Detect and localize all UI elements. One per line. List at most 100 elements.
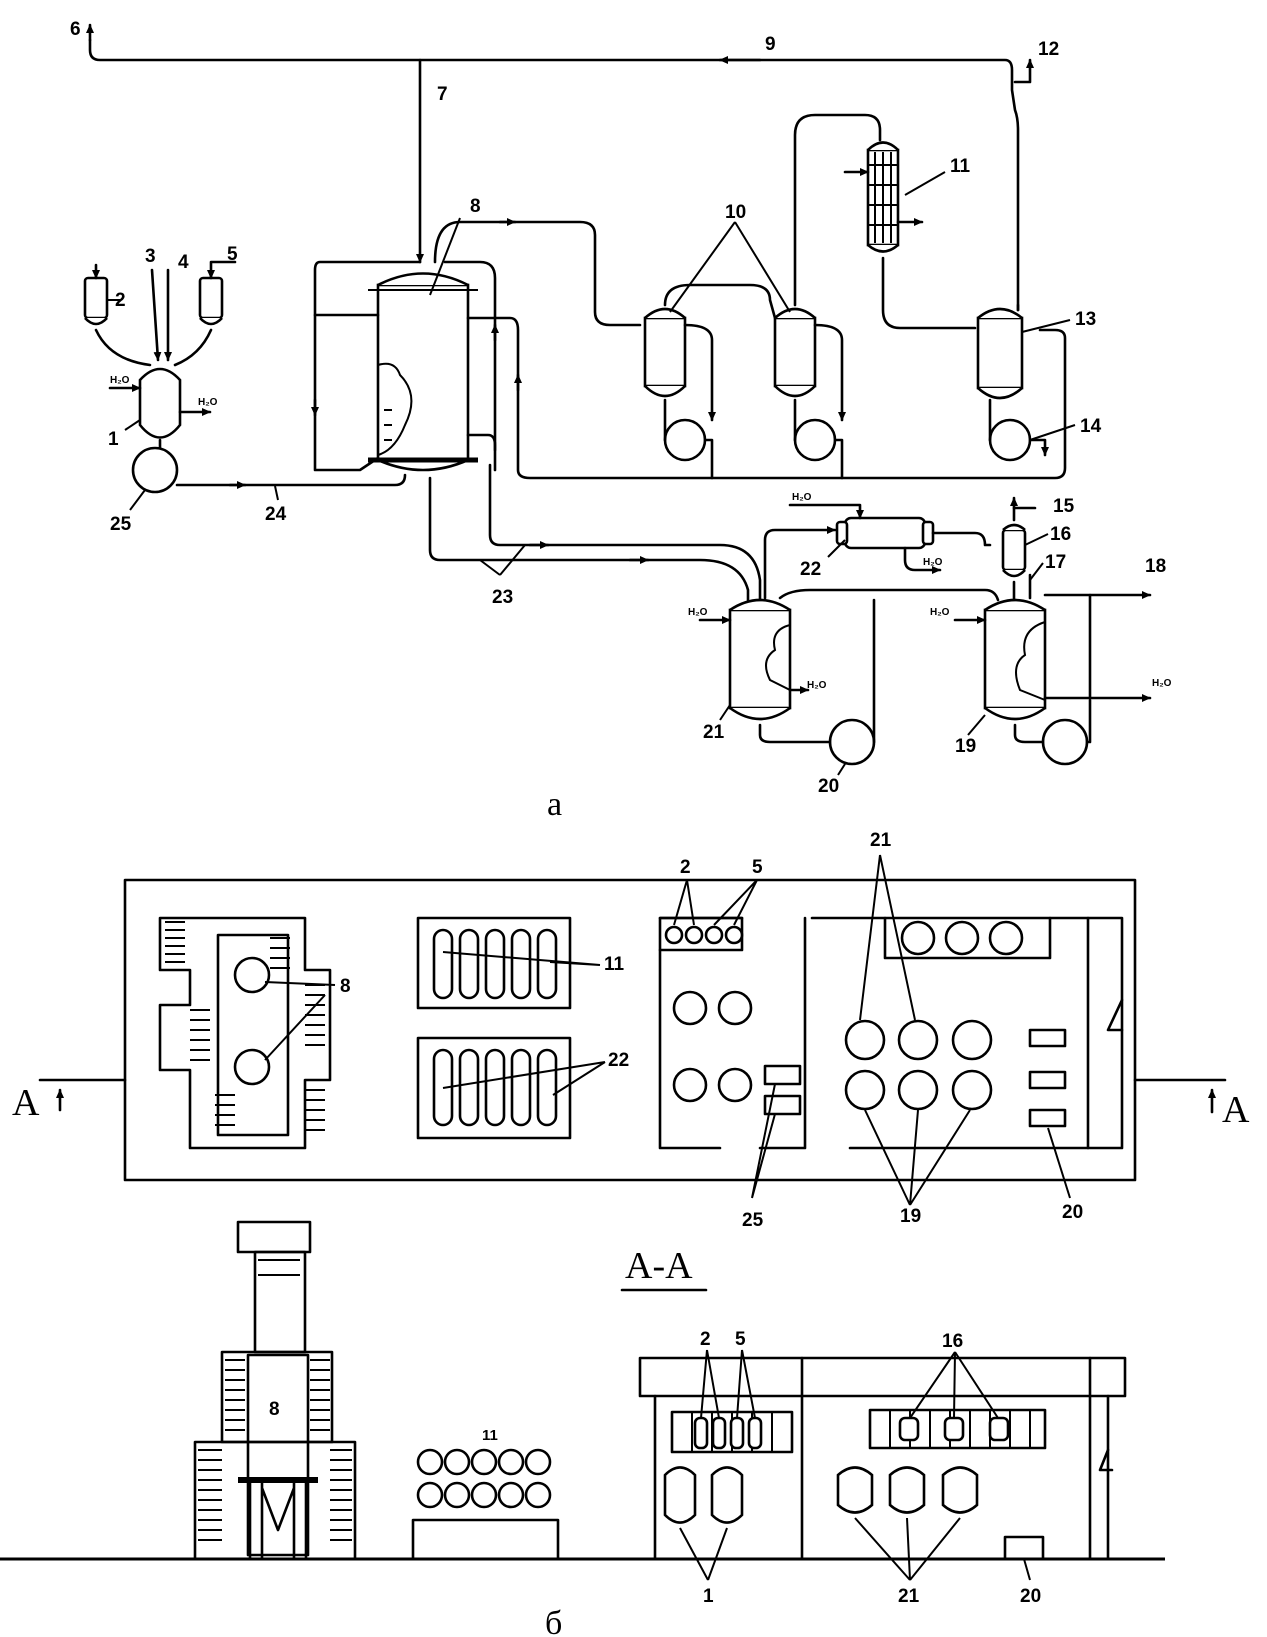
leader-25-plan: [751, 1083, 776, 1199]
pump-20-elevation: [1003, 1535, 1045, 1561]
label-24: 24: [265, 504, 287, 525]
building-roof: [638, 1356, 1127, 1398]
leader-23: [479, 544, 526, 576]
label-20: 20: [818, 776, 839, 797]
pump-20-plan: [1028, 1028, 1067, 1048]
mixer-1-elevation: [663, 1466, 697, 1524]
reactor-8-elevation: [246, 1353, 310, 1557]
flow-scheme: 6 7 9 12 8 10 11 13 14 15 16 17 18 19 20…: [70, 19, 1172, 823]
condenser-11-plan: [536, 928, 558, 1000]
section-mark-right: A: [1222, 1089, 1250, 1131]
pump-10b-discharge: [833, 438, 844, 480]
room-left-wall: [658, 916, 744, 1150]
vessel-21: [728, 608, 792, 710]
label-6: 6: [70, 19, 81, 40]
product-line-23a: [428, 476, 750, 602]
condenser-11-plan: [484, 928, 506, 1000]
pump-10a: [663, 418, 707, 462]
label-1: 1: [108, 429, 119, 450]
tank-5-elevation: [729, 1416, 745, 1450]
separator-10a-bottom: [644, 385, 686, 398]
leader-17: [1029, 562, 1044, 581]
condenser-11-end: [416, 1481, 444, 1509]
separator-13-bottom: [977, 387, 1023, 400]
leader-13: [1021, 319, 1071, 333]
reactor-8-plan-b: [233, 1048, 271, 1086]
separator-10a-top: [644, 307, 686, 319]
pump-14: [988, 418, 1032, 462]
pump-20-suction: [758, 723, 832, 744]
receiver-16-top: [1002, 523, 1026, 531]
label-5: 5: [227, 244, 238, 265]
label-23: 23: [492, 587, 513, 608]
pump-25: [131, 446, 179, 494]
condenser-11-end: [524, 1448, 552, 1476]
feed-tank-5-bottom: [199, 317, 223, 326]
mixer-1-plan: [717, 1067, 753, 1103]
section-mark-left: A: [12, 1082, 40, 1124]
tank-2-elevation: [711, 1416, 727, 1450]
pump-10b: [793, 418, 837, 462]
label-19-plan: 19: [900, 1206, 921, 1227]
vessel-16-elevation: [943, 1416, 965, 1442]
tank-2-elevation: [693, 1416, 709, 1450]
building-outline: [123, 878, 1137, 1182]
tank-5-plan: [704, 925, 724, 945]
condenser-11-end: [497, 1481, 525, 1509]
label-19: 19: [955, 736, 976, 757]
leader-19-plan: [864, 1109, 971, 1206]
label-22-plan: 22: [608, 1050, 629, 1071]
vessel-21-plan: [951, 1019, 993, 1061]
feed-tank-2: [83, 276, 109, 320]
vessel-21-liquid: [765, 624, 791, 691]
leader-21-plan: [859, 854, 916, 1021]
tower-middle: [220, 1350, 334, 1444]
separator-13: [976, 316, 1024, 390]
label-7: 7: [437, 84, 448, 105]
separator-10b-bottom: [774, 385, 816, 398]
label-25-plan: 25: [742, 1210, 764, 1231]
vessel-16-gallery: [868, 1408, 1047, 1450]
leader-8-plan: [264, 981, 336, 1061]
leader-22: [827, 539, 846, 558]
vessel-19-bottom: [984, 706, 1046, 721]
vessel-21-elevation: [941, 1466, 979, 1514]
tank-5-elevation: [747, 1416, 763, 1450]
mixer-1-plan: [717, 990, 753, 1026]
pump-20-plan: [1028, 1070, 1067, 1090]
condenser-11-end: [443, 1481, 471, 1509]
tower-ladder: [225, 1359, 245, 1431]
reactor-structure: [158, 916, 332, 1150]
label-11-plan: 11: [604, 954, 625, 975]
label-11-elevation: 11: [482, 1427, 498, 1444]
leader-5-elevation: [736, 1349, 756, 1419]
water-label: H₂O: [792, 492, 812, 503]
leader-5-plan: [713, 879, 758, 926]
label-8-plan: 8: [340, 976, 351, 997]
vessel-21-bottom: [729, 706, 791, 721]
water-label: H₂O: [1152, 678, 1172, 689]
vessel-19-plan: [844, 1069, 886, 1111]
label-1-elevation: 1: [703, 1586, 714, 1607]
leader-19: [967, 714, 986, 736]
leader-20: [837, 763, 846, 776]
stair-hatch: [305, 984, 325, 1046]
tank-2-plan: [664, 925, 684, 945]
recycle-gas-line-9: [88, 38, 1020, 312]
label-9: 9: [765, 34, 776, 55]
condenser-11-end: [470, 1448, 498, 1476]
outlet-arrow-12: [1013, 58, 1034, 84]
label-21-elevation: 21: [898, 1586, 920, 1607]
leader-24: [274, 485, 279, 501]
hall-walls: [810, 916, 1124, 1150]
leader-11: [904, 171, 946, 196]
label-2: 2: [115, 290, 126, 311]
water-label: H₂O: [807, 680, 827, 691]
label-21: 21: [703, 722, 725, 743]
vapor-to-exchanger-22: [763, 526, 837, 600]
mixer-1-elevation: [710, 1466, 744, 1524]
exchanger-22-water-in: [788, 503, 864, 520]
water-label: H₂O: [110, 375, 130, 386]
mixer-1-plan: [672, 990, 708, 1026]
label-14: 14: [1080, 416, 1102, 437]
